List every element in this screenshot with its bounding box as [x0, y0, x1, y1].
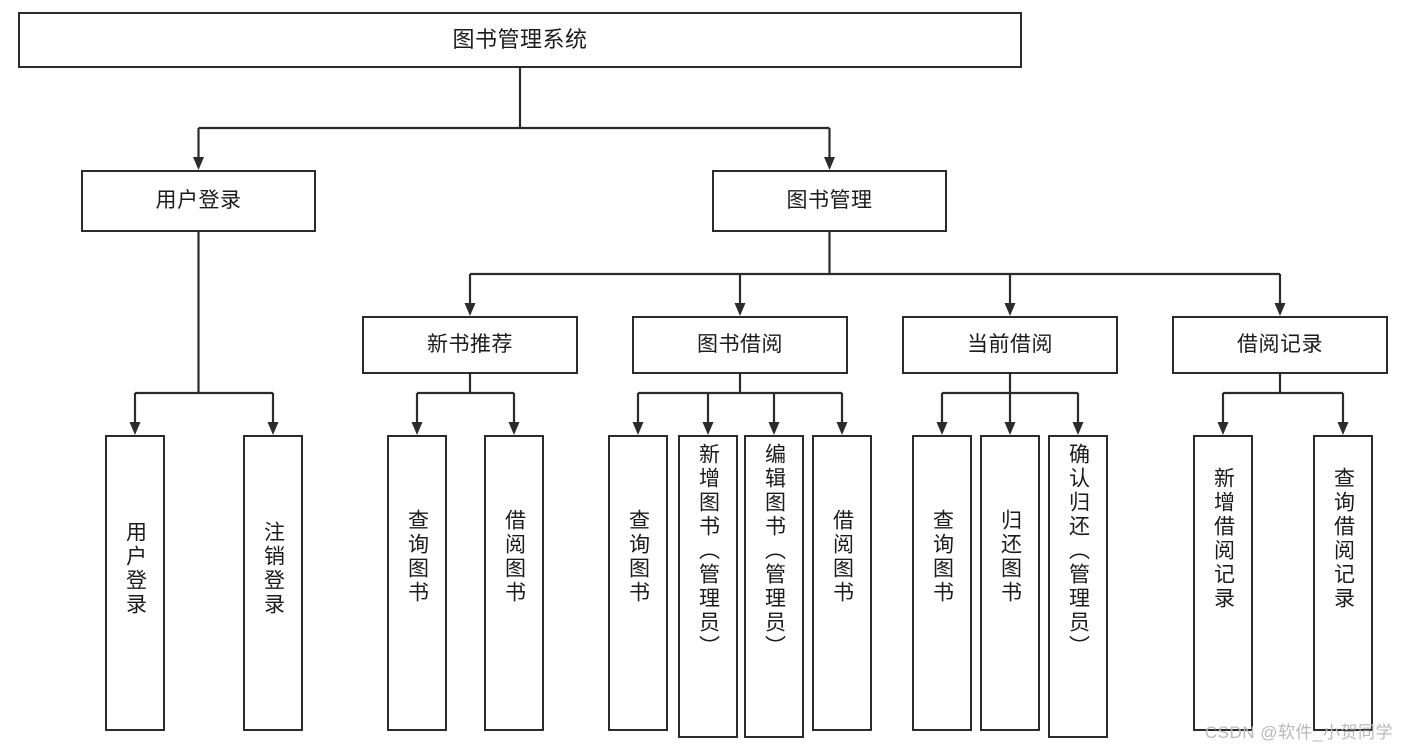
node-label: 查询图书: [626, 509, 650, 605]
node-label: 新增借阅记录: [1211, 467, 1235, 611]
node-label: 归还图书: [998, 509, 1022, 605]
node-leaf-add-record[interactable]: 新增借阅记录: [1193, 435, 1253, 731]
arrowhead: [267, 422, 279, 435]
node-root[interactable]: 图书管理系统: [18, 12, 1022, 68]
arrowhead: [1337, 422, 1349, 435]
node-label: 编辑图书（管理员）: [762, 443, 786, 659]
node-label: 查询图书: [930, 509, 954, 605]
node-leaf-query-books-rec[interactable]: 查询图书: [387, 435, 447, 731]
node-label: 用户登录: [123, 521, 147, 617]
node-label: 借阅记录: [1237, 332, 1323, 356]
node-new-book-recommend[interactable]: 新书推荐: [362, 316, 578, 374]
arrowhead: [702, 422, 714, 435]
arrowhead: [411, 422, 423, 435]
node-leaf-user-login[interactable]: 用户登录: [105, 435, 165, 731]
node-label: 图书借阅: [697, 332, 783, 356]
node-label: 新增图书（管理员）: [696, 443, 720, 659]
arrowhead: [1004, 422, 1016, 435]
node-label: 确认归还（管理员）: [1066, 443, 1090, 659]
node-label: 当前借阅: [967, 332, 1053, 356]
node-leaf-query-books-current[interactable]: 查询图书: [912, 435, 972, 731]
node-label: 借阅图书: [830, 509, 854, 605]
arrowhead: [632, 422, 644, 435]
node-label: 图书管理系统: [452, 27, 588, 53]
node-leaf-confirm-return[interactable]: 确认归还（管理员）: [1048, 435, 1108, 738]
node-book-borrow[interactable]: 图书借阅: [632, 316, 848, 374]
node-label: 查询图书: [405, 509, 429, 605]
node-leaf-query-record[interactable]: 查询借阅记录: [1313, 435, 1373, 731]
node-user-login[interactable]: 用户登录: [81, 170, 316, 232]
watermark: CSDN @软件_小贺同学: [1204, 723, 1393, 742]
arrowhead: [1072, 422, 1084, 435]
node-label: 图书管理: [786, 188, 873, 212]
arrowhead: [734, 303, 746, 316]
arrowhead: [129, 422, 141, 435]
node-label: 查询借阅记录: [1331, 467, 1355, 611]
node-leaf-add-book-admin[interactable]: 新增图书（管理员）: [678, 435, 738, 738]
node-label: 注销登录: [261, 521, 285, 617]
node-leaf-borrow-books-borrow[interactable]: 借阅图书: [812, 435, 872, 731]
node-leaf-edit-book-admin[interactable]: 编辑图书（管理员）: [744, 435, 804, 738]
node-leaf-logout[interactable]: 注销登录: [243, 435, 303, 731]
arrowhead: [836, 422, 848, 435]
arrowhead: [824, 157, 835, 170]
node-leaf-borrow-books-rec[interactable]: 借阅图书: [484, 435, 544, 731]
arrowhead: [464, 303, 476, 316]
node-current-borrow[interactable]: 当前借阅: [902, 316, 1118, 374]
arrowhead: [1217, 422, 1229, 435]
arrowhead: [1004, 303, 1016, 316]
arrowhead: [768, 422, 780, 435]
node-leaf-return-books[interactable]: 归还图书: [980, 435, 1040, 731]
arrowhead: [936, 422, 948, 435]
node-book-management[interactable]: 图书管理: [712, 170, 947, 232]
node-label: 用户登录: [155, 188, 242, 212]
node-leaf-query-books-borrow[interactable]: 查询图书: [608, 435, 668, 731]
node-label: 借阅图书: [502, 509, 526, 605]
arrowhead: [1274, 303, 1286, 316]
arrowhead: [193, 157, 204, 170]
arrowhead: [508, 422, 520, 435]
node-borrow-record[interactable]: 借阅记录: [1172, 316, 1388, 374]
node-label: 新书推荐: [427, 332, 513, 356]
